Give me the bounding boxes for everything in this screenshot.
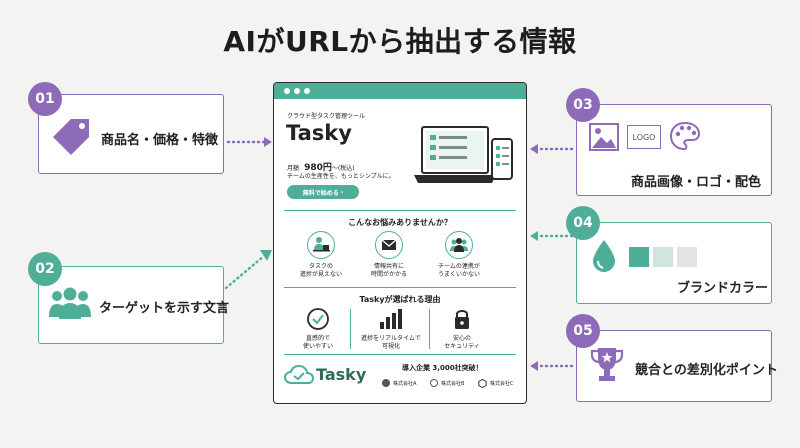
adoption-text: 導入企業 3,000社突破！ [402, 364, 483, 372]
separator [284, 354, 516, 355]
image-icon [589, 123, 619, 151]
person-at-desk-icon [307, 231, 335, 259]
card-product-info: 商品名・価格・特徴 [38, 94, 224, 174]
people-group-icon [49, 287, 91, 319]
problem-1-line2: 進捗が見えない [299, 271, 342, 278]
arrow-04-head [530, 231, 538, 241]
arrow-02-head [260, 250, 272, 261]
reason-2-line2: 可視化 [381, 343, 400, 350]
mail-icon [375, 231, 403, 259]
price-suffix: 〜(税込) [331, 165, 355, 172]
cloud-check-icon [284, 364, 314, 384]
arrow-02 [224, 254, 266, 290]
card-target-text: ターゲットを示す文言 [38, 266, 229, 344]
team-icon [445, 231, 473, 259]
badge-05: 05 [566, 314, 600, 348]
problem-3-line2: うまくいかない [437, 271, 480, 278]
mock-product-name: Tasky [286, 121, 352, 145]
arrow-05-head [530, 361, 538, 371]
lock-icon [455, 310, 469, 329]
cta-label: 無料で始める [302, 189, 339, 197]
reason-1: 直感的で 使いやすい [288, 335, 348, 351]
badge-01: 01 [28, 82, 62, 116]
swatch-2 [653, 247, 673, 267]
company-c: 株式会社C [478, 379, 514, 388]
company-c-icon [478, 379, 487, 388]
reason-2: 進捗をリアルタイムで 可視化 [354, 335, 428, 351]
company-a: 株式会社A [382, 379, 416, 387]
swatch-1 [629, 247, 649, 267]
mock-price: 月額 980円〜(税込) [287, 155, 355, 174]
arrow-01-head [264, 137, 272, 147]
company-b-label: 株式会社B [441, 380, 465, 387]
reason-1-line2: 使いやすい [302, 343, 333, 350]
reason-3: 安心の セキュリティ [432, 335, 492, 351]
label-brand-color: ブランドカラー [677, 281, 769, 296]
reason-3-line1: 安心の [452, 335, 471, 342]
price-value: 980円 [304, 163, 332, 173]
window-dot-icon [294, 88, 300, 94]
bar-chart-icon [380, 309, 402, 329]
reason-divider [429, 309, 430, 349]
mock-landing-page: クラウド型タスク管理ツール Tasky 月額 980円〜(税込) チームの生産性… [273, 82, 527, 404]
card-brand-color: ブランドカラー [576, 222, 772, 304]
label-differentiation: 競合との差別化ポイント [635, 363, 778, 378]
cta-button[interactable]: 無料で始める › [287, 185, 359, 199]
reasons-heading: Taskyが選ばれる理由 [359, 295, 441, 304]
check-circle-icon [307, 308, 329, 330]
company-a-icon [382, 379, 390, 387]
label-product-info: 商品名・価格・特徴 [101, 133, 219, 148]
company-c-label: 株式会社C [490, 381, 514, 387]
card-differentiation: 競合との差別化ポイント [576, 330, 778, 402]
separator [284, 287, 516, 288]
problem-2-line2: 時間がかかる [370, 271, 407, 278]
window-dot-icon [304, 88, 310, 94]
swatch-3 [677, 247, 697, 267]
footer-logo-text: Tasky [316, 365, 367, 384]
window-dot-icon [284, 88, 290, 94]
arrow-03-head [530, 144, 538, 154]
price-tag-icon [53, 119, 89, 155]
main-title: AIがURLから抽出する情報 [223, 25, 577, 58]
logo-placeholder: LOGO [627, 125, 661, 149]
mock-tagline: チームの生産性を、もっとシンプルに。 [287, 173, 395, 180]
company-b-icon [430, 379, 438, 387]
device-illustration [414, 126, 513, 183]
problem-1: タスクの 進捗が見えない [291, 263, 351, 279]
problem-2-line1: 情報共有に [373, 263, 404, 270]
company-b: 株式会社B [430, 379, 464, 387]
reason-1-line1: 直感的で [305, 335, 330, 342]
problem-3: チームの連携が うまくいかない [429, 263, 489, 279]
price-prefix: 月額 [287, 165, 300, 172]
company-a-label: 株式会社A [393, 380, 417, 387]
problem-1-line1: タスクの [308, 263, 333, 270]
problems-heading: こんなお悩みありませんか？ [348, 218, 452, 227]
reason-3-line2: セキュリティ [444, 343, 480, 350]
label-target-text: ターゲットを示す文言 [99, 301, 230, 316]
mock-category: クラウド型タスク管理ツール [287, 113, 366, 120]
problem-3-line1: チームの連携が [438, 263, 480, 270]
badge-03: 03 [566, 88, 600, 122]
badge-04: 04 [566, 206, 600, 240]
palette-icon [669, 121, 701, 151]
reason-2-line1: 進捗をリアルタイムで [361, 335, 421, 342]
browser-bar [274, 83, 526, 99]
color-drop-icon [593, 240, 615, 272]
badge-02: 02 [28, 252, 62, 286]
label-images-logo-colors: 商品画像・ロゴ・配色 [631, 175, 762, 190]
separator [284, 210, 516, 211]
problem-2: 情報共有に 時間がかかる [359, 263, 419, 279]
reason-divider [350, 309, 351, 349]
trophy-icon [590, 348, 624, 381]
card-images-logo-colors: LOGO 商品画像・ロゴ・配色 [576, 104, 772, 196]
